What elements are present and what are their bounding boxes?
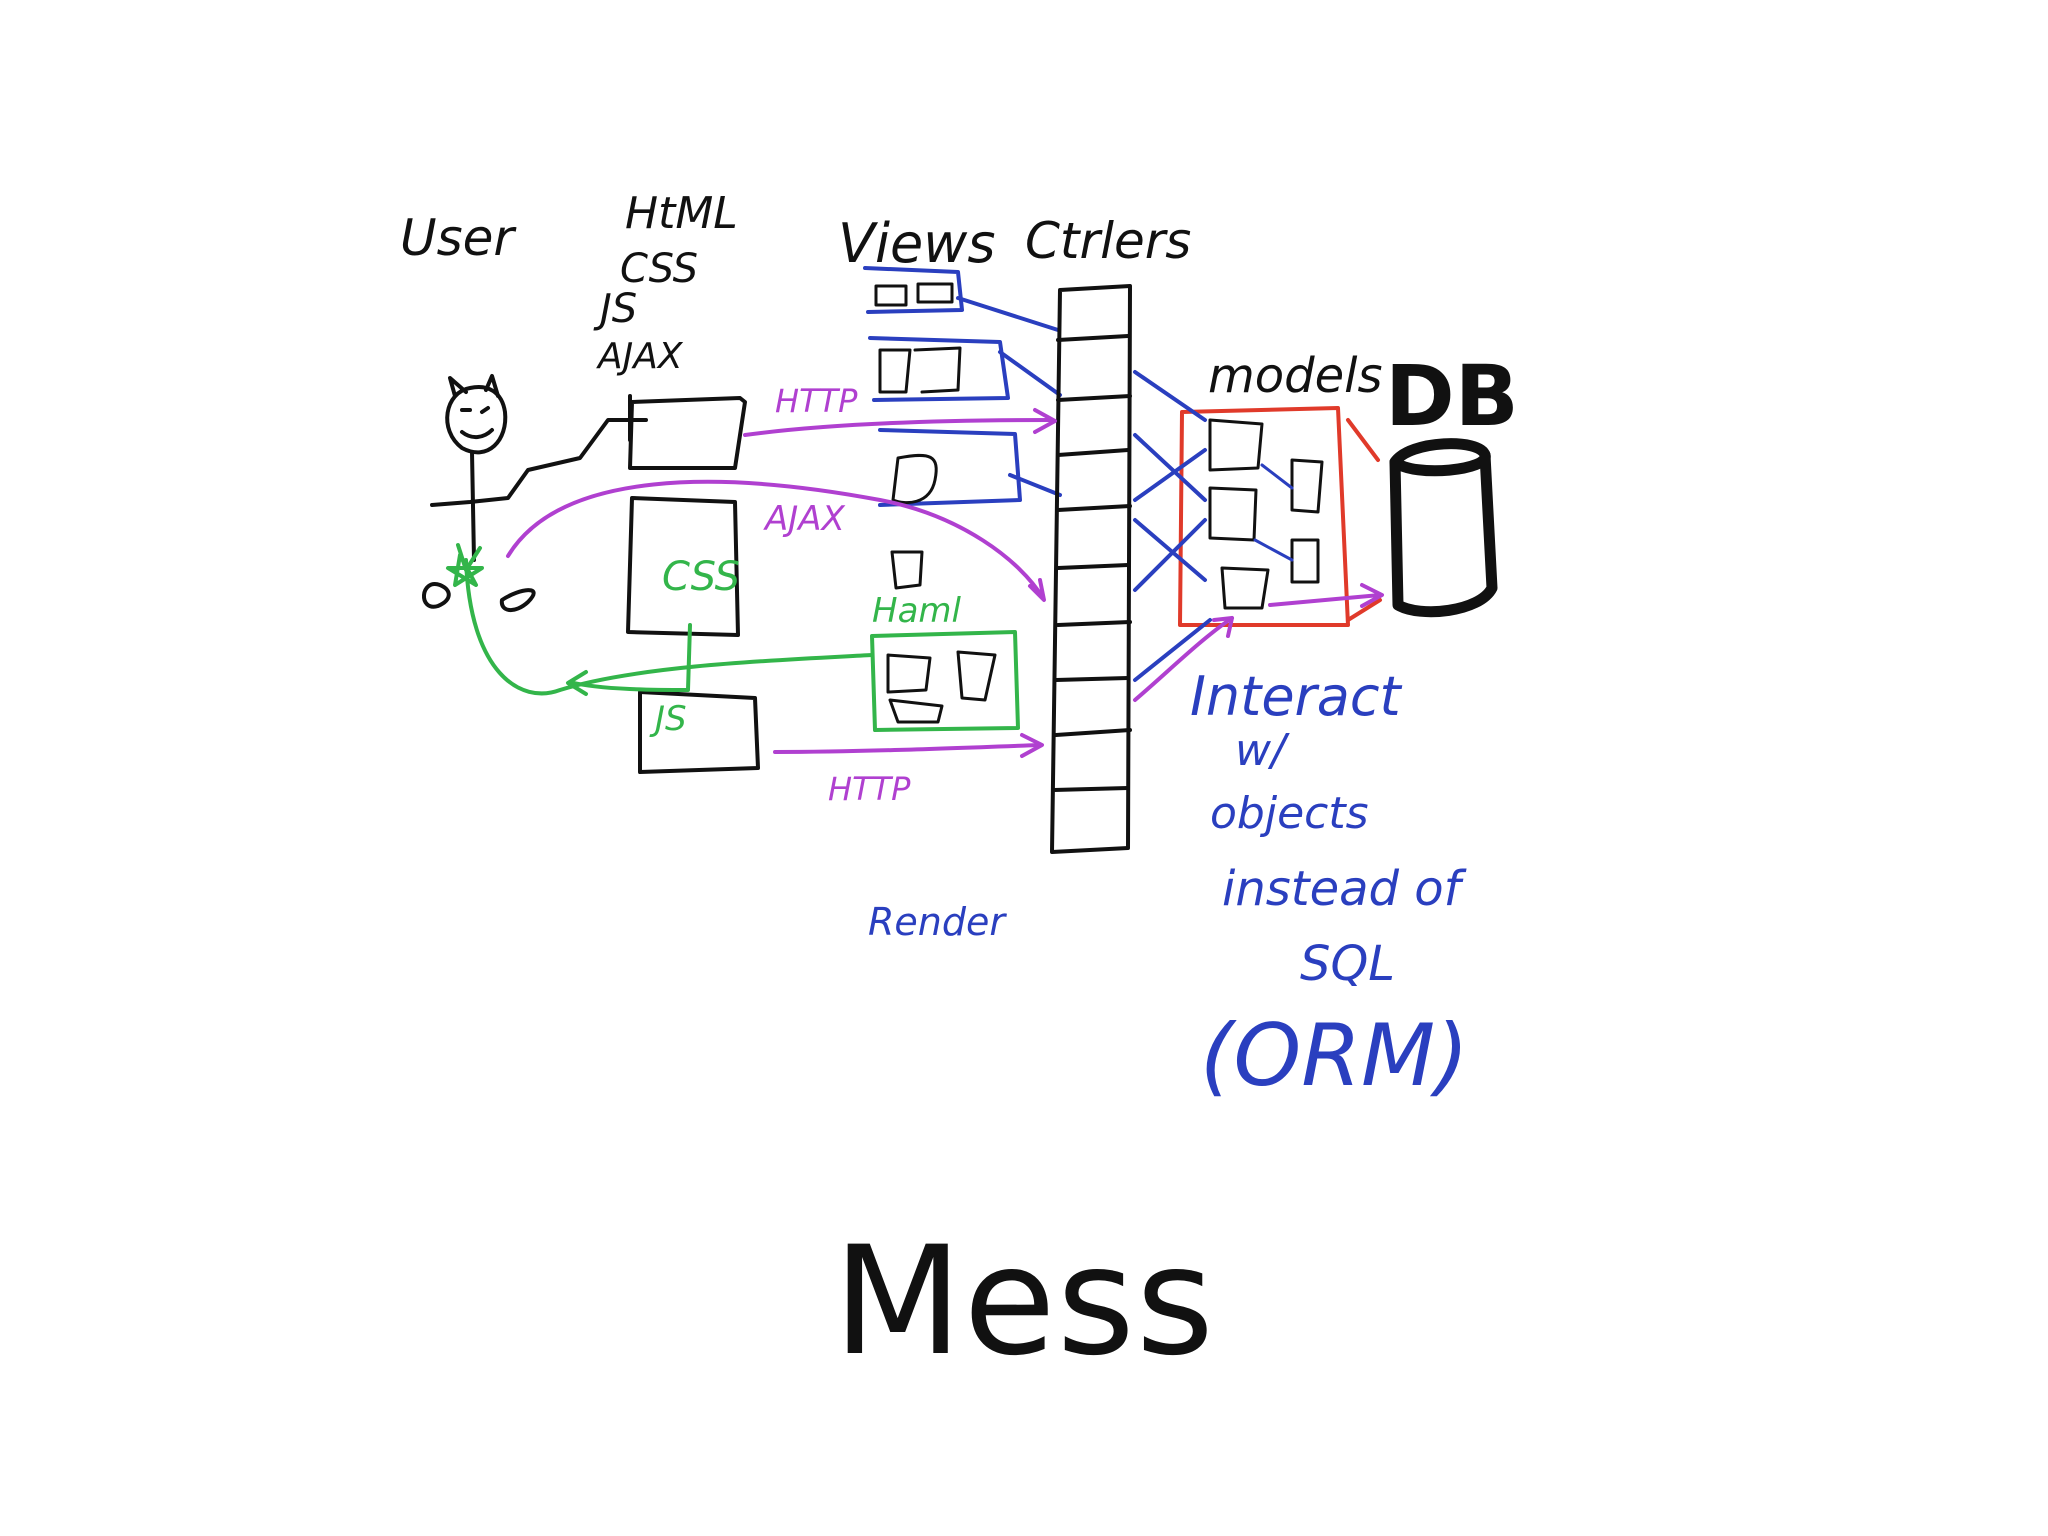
http-bottom-arrow xyxy=(773,743,1042,754)
label-css: CSS xyxy=(620,246,698,292)
slide-title: Mess xyxy=(832,1215,1215,1389)
label-http-top: HTTP xyxy=(775,382,858,420)
views-group xyxy=(863,266,1062,590)
http-top-arrow xyxy=(743,418,1054,437)
label-js: JS xyxy=(593,286,637,332)
db-cylinder xyxy=(1389,438,1498,618)
green-render-path xyxy=(446,543,874,696)
label-http-bottom: HTTP xyxy=(828,770,911,808)
label-ctrlers: Ctrlers xyxy=(1025,212,1191,270)
label-ajax: AJAX xyxy=(596,336,684,377)
label-js-box: JS xyxy=(649,699,687,739)
html-box xyxy=(628,396,747,470)
label-orm-2: w/ xyxy=(1235,725,1290,776)
view-box-3 xyxy=(878,428,1022,507)
label-render: Render xyxy=(868,900,1007,944)
label-models: models xyxy=(1208,348,1382,404)
view-box-1 xyxy=(863,266,964,314)
label-views: Views xyxy=(838,212,995,275)
label-orm-4: instead of xyxy=(1222,861,1467,917)
model-to-db-arrow xyxy=(1268,593,1382,607)
label-orm-1: Interact xyxy=(1190,665,1403,728)
label-orm-6: (ORM) xyxy=(1200,1006,1469,1106)
user-feet xyxy=(422,582,536,612)
label-orm-5: SQL xyxy=(1300,936,1395,992)
models-box xyxy=(1178,406,1382,627)
ajax-arrow xyxy=(506,479,1045,600)
view-box-2 xyxy=(868,336,1010,402)
user-body xyxy=(470,450,476,562)
label-css-box: CSS xyxy=(662,554,740,600)
label-db: DB xyxy=(1385,347,1519,445)
purple-arrows xyxy=(506,408,1384,758)
label-haml: Haml xyxy=(872,591,962,631)
ctrl-model-links xyxy=(1133,370,1212,682)
css-box xyxy=(626,496,740,637)
label-ajax-arrow: AJAX xyxy=(763,499,846,539)
haml-box xyxy=(870,630,1020,732)
label-orm-3: objects xyxy=(1210,788,1369,839)
user-figure xyxy=(430,374,648,562)
ctrl-to-model-arrow xyxy=(1133,616,1234,702)
label-html: HtML xyxy=(625,188,738,239)
js-box xyxy=(638,690,760,774)
label-user: User xyxy=(400,209,517,267)
controllers-column xyxy=(1050,284,1132,854)
user-arm xyxy=(430,418,632,507)
